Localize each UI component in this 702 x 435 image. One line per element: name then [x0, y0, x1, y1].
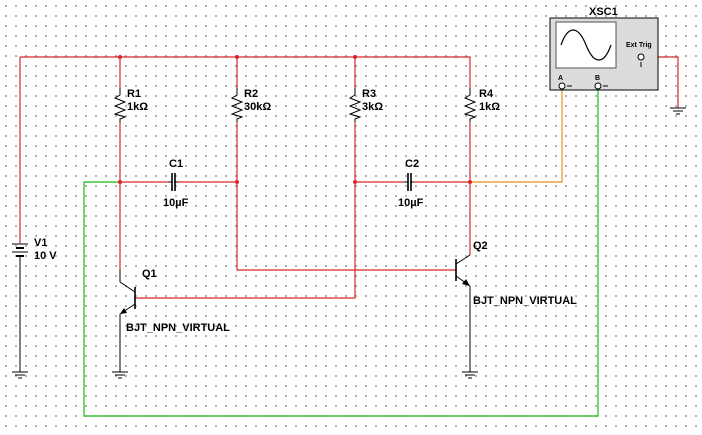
channel-a-plus-terminal[interactable]: [558, 82, 566, 90]
transistor-q2-model: BJT_NPN_VIRTUAL: [473, 295, 577, 307]
junctions: [118, 55, 472, 184]
capacitor-c2-value: 10µF: [398, 197, 424, 209]
transistor-q2-collector: [455, 254, 471, 265]
junction: [118, 55, 122, 59]
resistor-r3-symbol: [348, 88, 362, 122]
transistor-q1-ref: Q1: [142, 268, 157, 280]
ext-trig-terminal[interactable]: [637, 53, 645, 61]
capacitor-c1[interactable]: C1 10µF: [163, 158, 189, 209]
resistor-r1-ref: R1: [127, 88, 141, 100]
transistor-q2[interactable]: Q2 BJT_NPN_VIRTUAL: [455, 240, 577, 372]
resistor-r4-value: 1kΩ: [479, 101, 500, 113]
junction: [468, 180, 472, 184]
resistor-r4-ref: R4: [479, 88, 494, 100]
oscilloscope-ext-trig-label: Ext Trig: [626, 42, 652, 49]
capacitor-c1-ref: C1: [169, 158, 183, 170]
resistor-r2[interactable]: R2 30kΩ: [230, 88, 271, 122]
transistor-q2-ref: Q2: [473, 240, 488, 252]
channel-b-plus-terminal[interactable]: [594, 82, 602, 90]
junction: [353, 55, 357, 59]
wire-r3-q1-base: [135, 122, 356, 299]
oscilloscope-screen: [555, 21, 617, 69]
transistor-q1-emitter-arrow: [120, 308, 127, 314]
ground-scope-icon: [670, 107, 686, 115]
resistor-r1[interactable]: R1 1kΩ: [113, 88, 148, 122]
wire-channel-b: [83, 90, 599, 417]
resistor-r3-ref: R3: [362, 88, 376, 100]
resistor-r3-value: 3kΩ: [362, 101, 383, 113]
resistor-r2-value: 30kΩ: [244, 101, 271, 113]
top-supply-rail: [20, 56, 471, 88]
transistor-q2-emitter-arrow: [462, 279, 470, 286]
junction: [235, 55, 239, 59]
voltage-source-v1-ref: V1: [34, 237, 47, 249]
voltage-source-v1[interactable]: V1 10 V: [12, 234, 57, 372]
oscilloscope-ref: XSC1: [589, 6, 618, 18]
resistor-r4[interactable]: R4 1kΩ: [463, 88, 500, 122]
resistor-r1-symbol: [113, 88, 127, 122]
transistor-q1-model: BJT_NPN_VIRTUAL: [126, 322, 230, 334]
ground-q2-icon: [462, 371, 478, 379]
junction: [353, 180, 357, 184]
voltage-source-v1-value: 10 V: [34, 250, 57, 262]
wire-r2-q2-base: [236, 122, 456, 271]
oscilloscope-xsc1[interactable]: XSC1 A B Ext Trig: [549, 6, 659, 91]
capacitor-c1-value: 10µF: [163, 197, 189, 209]
ground-v1-icon: [12, 371, 28, 379]
capacitor-c2[interactable]: C2 10µF: [398, 158, 424, 209]
capacitor-c2-ref: C2: [405, 158, 419, 170]
resistor-r2-ref: R2: [244, 88, 258, 100]
resistor-r2-symbol: [230, 88, 244, 122]
transistor-q1-collector: [119, 281, 136, 293]
oscilloscope-channel-a-label: A: [558, 75, 563, 82]
junction: [118, 180, 122, 184]
junction: [235, 180, 239, 184]
transistor-q1[interactable]: Q1 BJT_NPN_VIRTUAL: [119, 268, 230, 372]
ground-q1-icon: [112, 371, 128, 379]
resistor-r4-symbol: [463, 88, 477, 122]
sine-wave-icon: [560, 29, 612, 61]
resistor-r1-value: 1kΩ: [127, 101, 148, 113]
resistor-r3[interactable]: R3 3kΩ: [348, 88, 383, 122]
wire-channel-a: [470, 90, 563, 183]
wires-red: [19, 56, 679, 299]
oscilloscope-channel-b-label: B: [595, 75, 600, 82]
